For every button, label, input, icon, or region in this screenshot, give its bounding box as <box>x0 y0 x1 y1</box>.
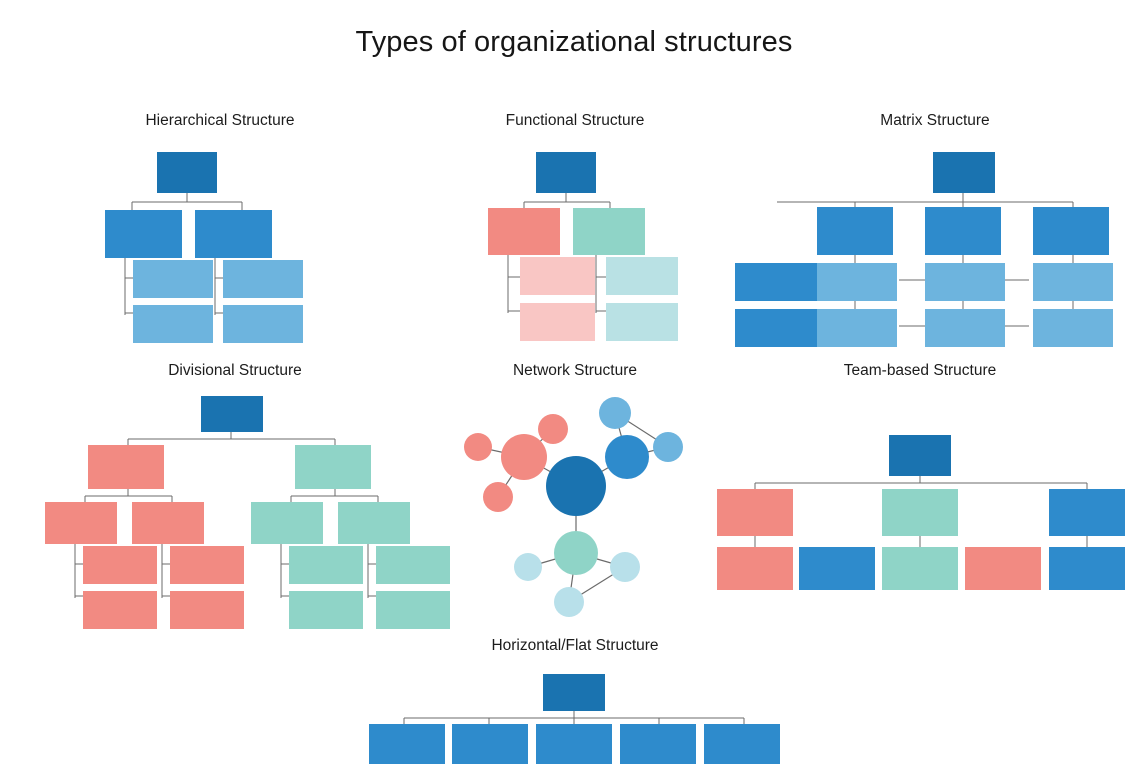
node-team-member <box>1049 547 1125 590</box>
node-team-lead-b <box>882 489 958 536</box>
node-matrix-cell <box>925 263 1005 301</box>
node-flat-unit <box>704 724 780 764</box>
panel-label-network: Network Structure <box>512 362 638 379</box>
node-matrix-cell <box>817 309 897 347</box>
node-leaf-a <box>170 591 244 629</box>
panel-label-flat: Horizontal/Flat Structure <box>491 637 659 654</box>
node-leaf-b <box>289 546 363 584</box>
node-cluster-hub-teal <box>554 531 598 575</box>
page-title: Types of organizational structures <box>355 26 793 58</box>
panel-label-divisional: Divisional Structure <box>168 362 302 379</box>
node-leaf <box>223 260 303 298</box>
node-subdivision-b <box>251 502 323 544</box>
node-leaf-a <box>170 546 244 584</box>
panel-label-team-based: Team-based Structure <box>843 362 997 379</box>
node-row-head <box>735 263 817 301</box>
node-root <box>536 152 596 193</box>
node-matrix-cell <box>1033 263 1113 301</box>
node-cluster-hub-salmon <box>501 434 547 480</box>
node-branch <box>195 210 272 258</box>
node-leaf-functional-b <box>606 257 678 295</box>
node-network-satellite <box>599 397 631 429</box>
node-leaf-functional-b <box>606 303 678 341</box>
node-leaf-b <box>289 591 363 629</box>
node-network-satellite <box>464 433 492 461</box>
node-team-lead-c <box>1049 489 1125 536</box>
node-root <box>157 152 217 193</box>
node-leaf-a <box>83 591 157 629</box>
node-team-member <box>799 547 875 590</box>
node-root <box>201 396 263 432</box>
diagram-network <box>452 390 702 620</box>
node-network-satellite <box>538 414 568 444</box>
node-leaf <box>223 305 303 343</box>
node-branch-functional-b <box>573 208 645 255</box>
node-leaf <box>133 260 213 298</box>
node-network-satellite <box>483 482 513 512</box>
node-leaf <box>133 305 213 343</box>
node-team-member <box>965 547 1041 590</box>
node-matrix-cell <box>925 309 1005 347</box>
node-flat-unit <box>620 724 696 764</box>
node-matrix-cell <box>1033 309 1113 347</box>
node-subdivision-b <box>338 502 410 544</box>
node-root <box>933 152 995 193</box>
node-division-a <box>88 445 164 489</box>
node-network-satellite <box>610 552 640 582</box>
diagram-matrix <box>735 145 1127 347</box>
node-team-lead-a <box>717 489 793 536</box>
panel-label-hierarchical: Hierarchical Structure <box>145 112 295 129</box>
diagram-hierarchical <box>105 145 305 343</box>
node-matrix-cell <box>817 263 897 301</box>
node-subdivision-a <box>132 502 204 544</box>
diagram-functional <box>488 145 678 341</box>
node-division-b <box>295 445 371 489</box>
node-branch-functional-a <box>488 208 560 255</box>
node-leaf-functional-a <box>520 257 595 295</box>
node-network-satellite <box>554 587 584 617</box>
node-root <box>889 435 951 476</box>
node-row-head <box>735 309 817 347</box>
node-cluster-hub-blue <box>605 435 649 479</box>
node-leaf-b <box>376 546 450 584</box>
node-leaf-b <box>376 591 450 629</box>
node-team-member <box>882 547 958 590</box>
node-leaf-a <box>83 546 157 584</box>
node-team-member <box>717 547 793 590</box>
node-subdivision-a <box>45 502 117 544</box>
node-leaf-functional-a <box>520 303 595 341</box>
node-column-head <box>1033 207 1109 255</box>
node-network-satellite <box>653 432 683 462</box>
node-network-satellite <box>514 553 542 581</box>
node-flat-unit <box>369 724 445 764</box>
panel-label-functional: Functional Structure <box>505 112 645 129</box>
node-column-head <box>925 207 1001 255</box>
node-root <box>543 674 605 711</box>
diagram-team-based <box>717 435 1127 590</box>
node-branch <box>105 210 182 258</box>
node-network-hub <box>546 456 606 516</box>
panel-label-matrix: Matrix Structure <box>880 112 990 129</box>
node-flat-unit <box>452 724 528 764</box>
diagram-flat <box>369 674 789 764</box>
node-column-head <box>817 207 893 255</box>
node-flat-unit <box>536 724 612 764</box>
diagram-divisional <box>45 396 450 629</box>
